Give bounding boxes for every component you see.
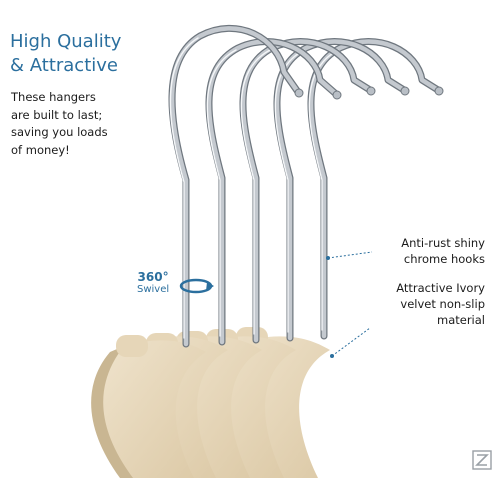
headline: High Quality & Attractive <box>10 30 121 78</box>
swivel-label: 360° Swivel <box>137 270 169 296</box>
callout-hooks-line-1: Anti-rust shiny <box>401 236 485 250</box>
hook-1 <box>307 38 442 340</box>
callout-velvet-line-3: material <box>437 313 485 327</box>
hooks-leader-line <box>327 251 373 259</box>
hanger-body-5 <box>91 335 206 478</box>
velvet-leader-line <box>331 327 371 357</box>
tagline-line-2: are built to last; <box>11 107 103 122</box>
callout-velvet-line-2: velvet non-slip <box>400 297 485 311</box>
tagline: These hangers are built to last; saving … <box>11 89 151 159</box>
tagline-line-3: saving you loads <box>11 125 108 139</box>
swivel-word: Swivel <box>137 284 170 295</box>
hook-2 <box>273 38 408 342</box>
callout-velvet-line-1: Attractive Ivory <box>396 281 485 295</box>
tagline-line-1: These hangers <box>11 90 96 104</box>
headline-line-1: High Quality <box>10 31 122 52</box>
headline-line-2: & Attractive <box>10 55 118 76</box>
callout-velvet: Attractive Ivory velvet non-slip materia… <box>396 280 485 328</box>
hooks-leader-dot <box>326 256 330 260</box>
hook-tips <box>294 86 444 100</box>
rotate-arrow-icon <box>179 278 214 294</box>
brand-logo-icon <box>472 450 492 470</box>
swivel-degrees: 360° <box>137 270 169 284</box>
callout-hooks: Anti-rust shiny chrome hooks <box>401 235 485 267</box>
chrome-hooks <box>168 24 442 348</box>
callout-leader-lines <box>327 251 373 357</box>
tagline-line-4: of money! <box>11 142 70 157</box>
velvet-hanger-bodies <box>91 327 330 478</box>
callout-hooks-line-2: chrome hooks <box>403 252 485 266</box>
velvet-leader-dot <box>330 354 334 358</box>
hook-4 <box>205 38 340 346</box>
hook-3 <box>239 38 374 344</box>
hook-5 <box>168 24 302 348</box>
